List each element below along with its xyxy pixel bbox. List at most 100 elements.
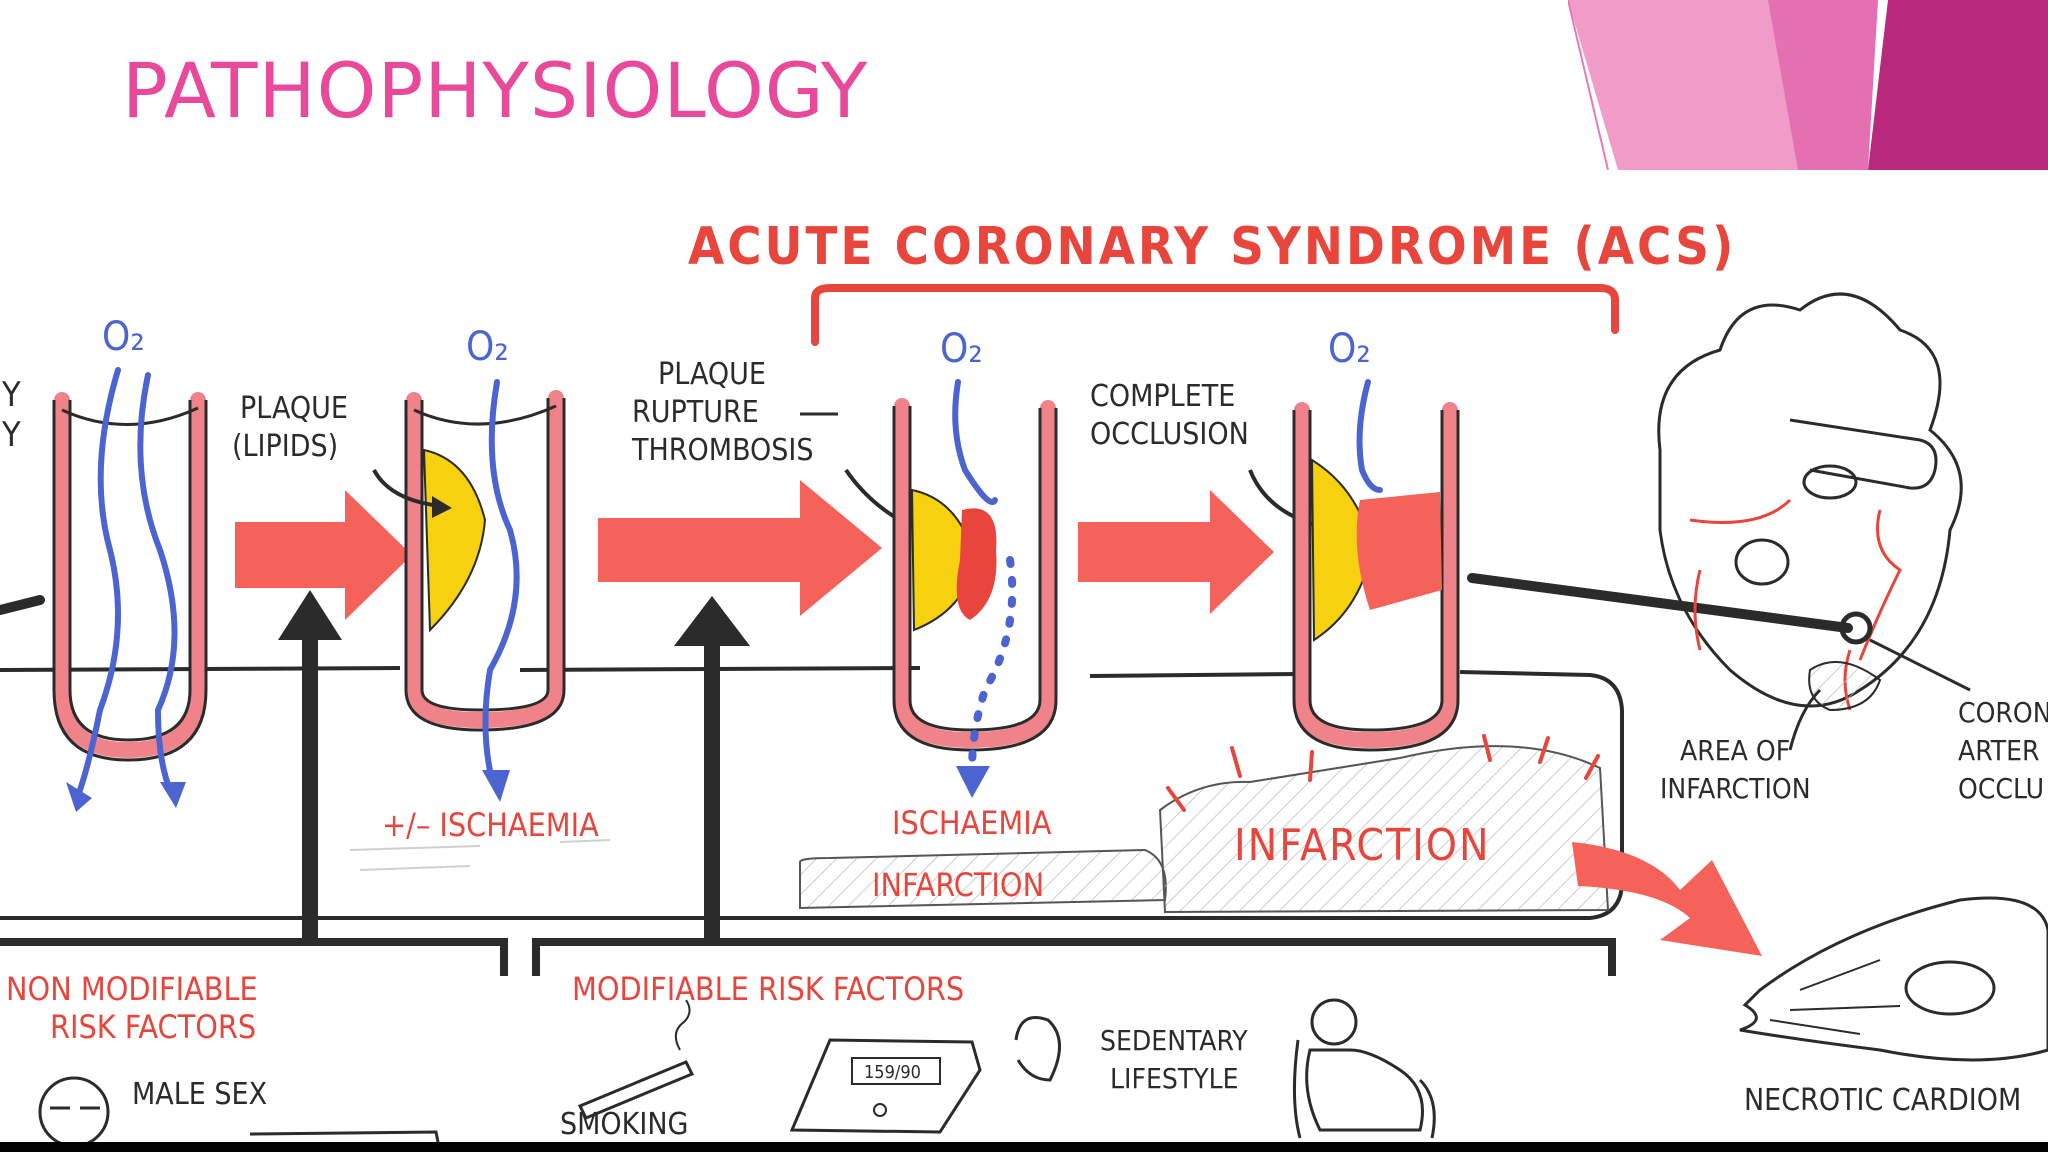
vessel-occlusion-outline xyxy=(1292,410,1460,752)
corner-shape-dark xyxy=(1868,0,2048,170)
area-of-infarction-line2: INFARCTION xyxy=(1660,772,1811,805)
heart-illustration xyxy=(1657,292,1971,751)
heart-outline xyxy=(1657,292,1963,708)
couch-person-icon xyxy=(1292,998,1436,1139)
oxygen-flow-1a xyxy=(77,367,121,793)
occlusion-thrombus xyxy=(1356,492,1442,610)
left-edge-label-2: Y xyxy=(1,415,21,455)
vessel-normal: O₂ xyxy=(52,314,208,812)
coronary-occlusion-line1: CORON xyxy=(1958,696,2048,729)
cigarette-icon xyxy=(577,999,695,1120)
risk-arrow-modifiable-head xyxy=(674,596,750,646)
oxygen-flow-3 xyxy=(952,379,998,505)
plaque-pointer-head xyxy=(432,496,452,518)
oxygen-arrowhead-1a xyxy=(66,782,92,812)
infarct-area xyxy=(1808,661,1882,712)
infarction-tick-arrows xyxy=(1166,734,1600,812)
sedentary-label-line1: SEDENTARY xyxy=(1100,1024,1248,1057)
ischaemia-optional-label: +/– ISCHAEMIA xyxy=(382,806,599,844)
nonmodifiable-label-line2: RISK FACTORS xyxy=(50,1008,256,1046)
vessel-rupture-outline xyxy=(892,406,1058,752)
hatch-lines-left xyxy=(349,839,611,871)
oxygen-arrowhead-3 xyxy=(956,766,990,798)
vessel-to-heart-line xyxy=(1467,573,1853,633)
necrotic-tissue-icon xyxy=(1739,896,2048,1062)
vessel-plaque: O₂ xyxy=(404,324,566,802)
necrosis-arrow xyxy=(1572,842,1762,956)
male-icon-head xyxy=(38,1076,110,1142)
coronary-artery-left xyxy=(1689,498,1792,651)
corner-decoration xyxy=(1568,0,2048,170)
cigarette-smoke xyxy=(674,999,691,1051)
oxygen-label-1: O₂ xyxy=(102,314,145,360)
valve-opening xyxy=(1734,538,1790,586)
left-edge-label-1: Y xyxy=(1,375,21,415)
bp-monitor-screen xyxy=(851,1057,941,1085)
occlusion-label-line2: OCCLUSION xyxy=(1090,417,1249,452)
vessel-plaque-wall xyxy=(406,390,564,729)
infarction-zone-large xyxy=(1158,745,1610,914)
oxygen-arrowhead-1b xyxy=(160,782,186,808)
corner-line xyxy=(1568,0,1609,170)
armchair xyxy=(1292,1039,1436,1139)
plaque-pointer-arrow xyxy=(372,469,441,508)
plaque-label-line1: PLAQUE xyxy=(240,391,348,426)
bp-cuff xyxy=(1014,1016,1061,1082)
person-head xyxy=(1310,998,1358,1046)
acs-bracket xyxy=(811,284,1619,346)
vessel-occlusion: O₂ xyxy=(1292,326,1460,752)
oxygen-flow-2 xyxy=(482,379,520,783)
oxygen-arrowhead-2 xyxy=(482,770,510,802)
slide-title: PATHOPHYSIOLOGY xyxy=(122,46,869,135)
oxygen-label-4: O₂ xyxy=(1328,326,1371,372)
acs-diagram: ACUTE CORONARY SYNDROME (ACS) Y Y O₂ O₂ … xyxy=(0,217,2048,1142)
vessel-rupture-wall xyxy=(894,398,1056,749)
progression-arrow-1 xyxy=(235,490,412,620)
coronary-occlusion-line3: OCCLU xyxy=(1958,772,2044,805)
vessel-normal-outline xyxy=(52,400,208,762)
plaque-label-line2: (LIPIDS) xyxy=(232,429,338,464)
nonmodifiable-label-line1: NON MODIFIABLE xyxy=(6,970,258,1008)
rupture-label-line2: RUPTURE xyxy=(632,395,759,430)
infarction-large-label: INFARCTION xyxy=(1234,820,1491,871)
modifiable-label: MODIFIABLE RISK FACTORS xyxy=(572,970,964,1008)
ischaemia-label: ISCHAEMIA xyxy=(892,804,1052,842)
occlusion-pointer xyxy=(1869,638,1971,692)
bp-monitor-button xyxy=(873,1103,887,1117)
necrotic-tissue-outline xyxy=(1739,896,2048,1062)
occlusion-label-line1: COMPLETE xyxy=(1090,379,1235,414)
nonmodifiable-bracket xyxy=(0,938,508,976)
aorta-tube xyxy=(1789,418,1938,490)
corner-shape-mid xyxy=(1768,0,1878,170)
acs-header: ACUTE CORONARY SYNDROME (ACS) xyxy=(688,217,1736,277)
oxygen-flow-1b xyxy=(137,372,178,793)
thrombus xyxy=(956,508,997,620)
vessel-occlusion-wall xyxy=(1294,402,1458,749)
modifiable-bracket xyxy=(532,938,1616,976)
rupture-label-line3: THROMBOSIS xyxy=(631,433,814,468)
smoking-label: SMOKING xyxy=(560,1107,688,1142)
necrotic-nucleus xyxy=(1904,960,1996,1016)
oxygen-label-3: O₂ xyxy=(940,326,983,372)
progression-arrow-2 xyxy=(598,480,882,616)
risk-arrow-nonmodifiable-head xyxy=(278,590,342,640)
left-edge-arrow xyxy=(0,595,45,615)
oxygen-label-2: O₂ xyxy=(466,324,509,370)
oxygen-flow-3-dotted xyxy=(968,556,1017,774)
cigarette-body xyxy=(577,1060,695,1120)
bp-monitor-icon: 159/90 xyxy=(789,1016,1061,1134)
vessel-normal-wall xyxy=(54,392,206,759)
sedentary-label-line2: LIFESTYLE xyxy=(1110,1062,1239,1095)
oxygen-flow-4 xyxy=(1356,379,1383,493)
progression-arrow-3 xyxy=(1078,490,1274,614)
aorta-opening xyxy=(1802,464,1858,500)
area-of-infarction-line1: AREA OF xyxy=(1680,734,1790,767)
area-pointer xyxy=(1788,688,1822,751)
bottom-bar xyxy=(0,1142,2048,1152)
male-box xyxy=(249,1130,440,1142)
necrotic-fibers xyxy=(1769,959,1901,1035)
plaque-deposit xyxy=(422,448,487,633)
infarction-small-label: INFARCTION xyxy=(872,866,1044,904)
rupture-label-line1: PLAQUE xyxy=(658,357,766,392)
person-body xyxy=(1305,1048,1424,1132)
